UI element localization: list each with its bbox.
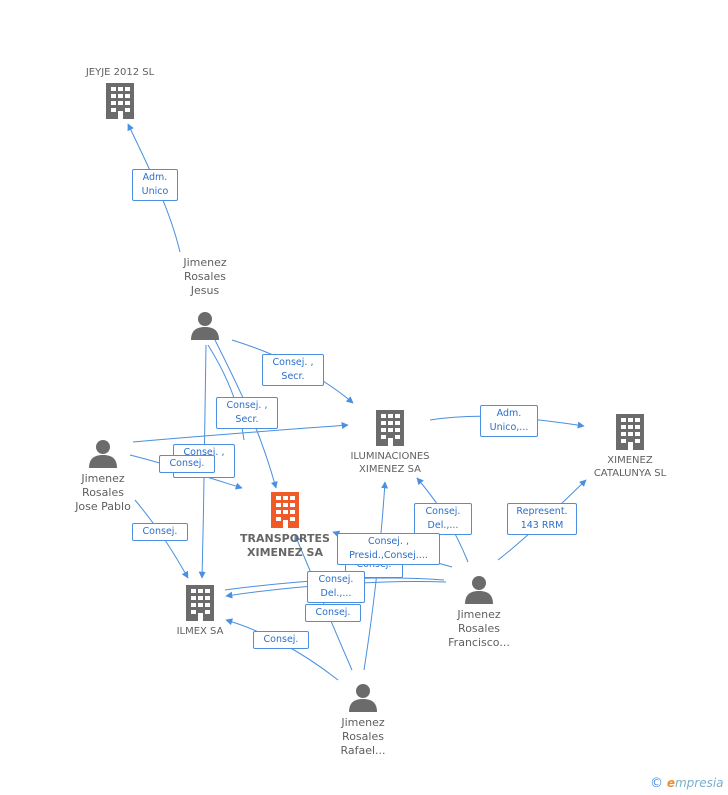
- person-rafael[interactable]: Jimenez Rosales Rafael...: [313, 682, 413, 758]
- edge-label-consej-del[interactable]: Consej. Del.,...: [307, 571, 365, 603]
- building-icon: [104, 83, 136, 123]
- person-francisco[interactable]: Jimenez Rosales Francisco...: [429, 574, 529, 650]
- company-iluminaciones[interactable]: ILUMINACIONES XIMENEZ SA: [330, 410, 450, 476]
- brand-initial: e: [666, 776, 675, 790]
- building-icon: [184, 585, 216, 625]
- edge-label-consej-presid[interactable]: Consej. , Presid.,Consej....: [337, 533, 440, 565]
- company-ximenez-catalunya[interactable]: XIMENEZ CATALUNYA SL: [570, 414, 690, 480]
- edge-label-consej-secr[interactable]: Consej. , Secr.: [216, 397, 278, 429]
- company-label: JEYJE 2012 SL: [85, 67, 155, 78]
- person-label: Jimenez Rosales Jesus: [183, 256, 227, 297]
- edge-jp-iluminaciones: [132, 421, 349, 443]
- person-icon: [88, 438, 118, 472]
- edge-label-adm-unico[interactable]: Adm. Unico,...: [480, 405, 538, 437]
- person-icon: [190, 310, 220, 344]
- company-label: XIMENEZ CATALUNYA SL: [593, 455, 667, 479]
- edge-label-consej[interactable]: Consej.: [132, 523, 188, 541]
- company-ilmex[interactable]: ILMEX SA: [140, 585, 260, 638]
- building-icon: [374, 410, 406, 450]
- company-transportes[interactable]: TRANSPORTES XIMENEZ SA: [225, 492, 345, 560]
- edge-label-consej[interactable]: Consej.: [305, 604, 361, 622]
- edge-label-adm-unico[interactable]: Adm. Unico: [132, 169, 178, 201]
- edge-label-consej[interactable]: Consej.: [253, 631, 309, 649]
- person-jose-pablo[interactable]: Jimenez Rosales Jose Pablo: [53, 438, 153, 514]
- company-label: TRANSPORTES XIMENEZ SA: [240, 532, 330, 559]
- company-jeyje[interactable]: JEYJE 2012 SL: [60, 66, 180, 123]
- person-icon: [464, 574, 494, 608]
- edge-label-consej-secr[interactable]: Consej. , Secr.: [262, 354, 324, 386]
- edge-label-represent[interactable]: Represent. 143 RRM: [507, 503, 577, 535]
- building-icon: [614, 414, 646, 454]
- company-label: ILMEX SA: [176, 626, 224, 637]
- company-label: ILUMINACIONES XIMENEZ SA: [350, 451, 430, 475]
- edge-label-consej[interactable]: Consej.: [159, 455, 215, 473]
- brand-name: mpresia: [674, 776, 724, 790]
- edge-label-consej-del[interactable]: Consej. Del.,...: [414, 503, 472, 535]
- copyright-icon: ©: [650, 776, 663, 791]
- empresia-watermark: © empresia: [650, 776, 724, 791]
- edge-jp-ilmex: [134, 499, 189, 579]
- person-label: Jimenez Rosales Rafael...: [340, 716, 386, 757]
- edge-jesus-extra: [207, 344, 245, 441]
- person-jesus[interactable]: Jimenez Rosales Jesus: [155, 256, 255, 344]
- person-label: Jimenez Rosales Jose Pablo: [75, 472, 131, 513]
- building-icon: [269, 492, 301, 532]
- person-label: Jimenez Rosales Francisco...: [448, 608, 510, 649]
- person-icon: [348, 682, 378, 716]
